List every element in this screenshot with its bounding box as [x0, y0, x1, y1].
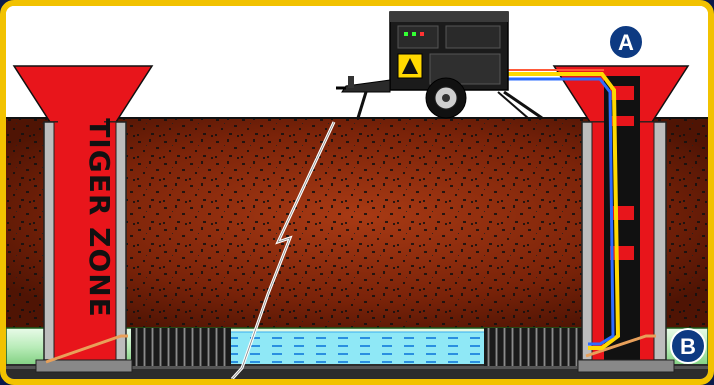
marker-a-label: A	[618, 30, 634, 55]
marker-b: B	[671, 329, 705, 363]
sewer-diagram: TIGER ZONE	[6, 6, 708, 379]
marker-a: A	[609, 25, 643, 59]
marker-b-label: B	[680, 334, 696, 359]
liner-section-left	[131, 328, 231, 366]
liner-section-right	[484, 328, 584, 366]
left-manhole-label: TIGER ZONE	[83, 118, 116, 318]
water-flow	[231, 332, 484, 364]
